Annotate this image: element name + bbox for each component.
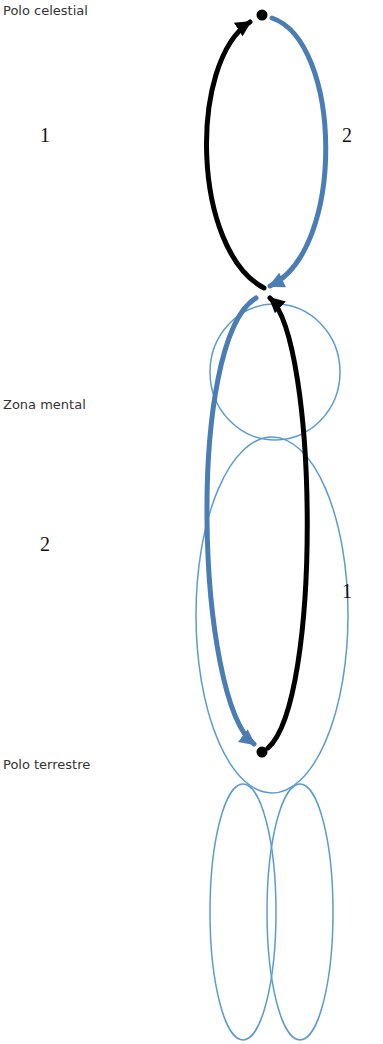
callout-number: 1 bbox=[342, 580, 352, 602]
lower-arrow-one bbox=[268, 298, 307, 748]
lower-arrow-two bbox=[207, 298, 256, 744]
right-leg-outline bbox=[267, 784, 333, 1040]
body-outline bbox=[196, 437, 348, 793]
upper-arrow-two bbox=[270, 18, 326, 286]
head-outline bbox=[210, 304, 340, 440]
left-leg-outline bbox=[210, 784, 276, 1040]
callout-number: 1 bbox=[40, 124, 50, 146]
celestial-pole-dot bbox=[257, 10, 268, 21]
pole-label: Polo celestial bbox=[3, 3, 88, 19]
pole-label: Polo terrestre bbox=[3, 757, 90, 773]
upper-arrow-one bbox=[207, 22, 264, 288]
callout-number: 2 bbox=[40, 533, 50, 555]
terrestrial-pole-dot bbox=[257, 747, 268, 758]
callout-number: 2 bbox=[342, 124, 352, 146]
zone-label: Zona mental bbox=[3, 397, 86, 413]
